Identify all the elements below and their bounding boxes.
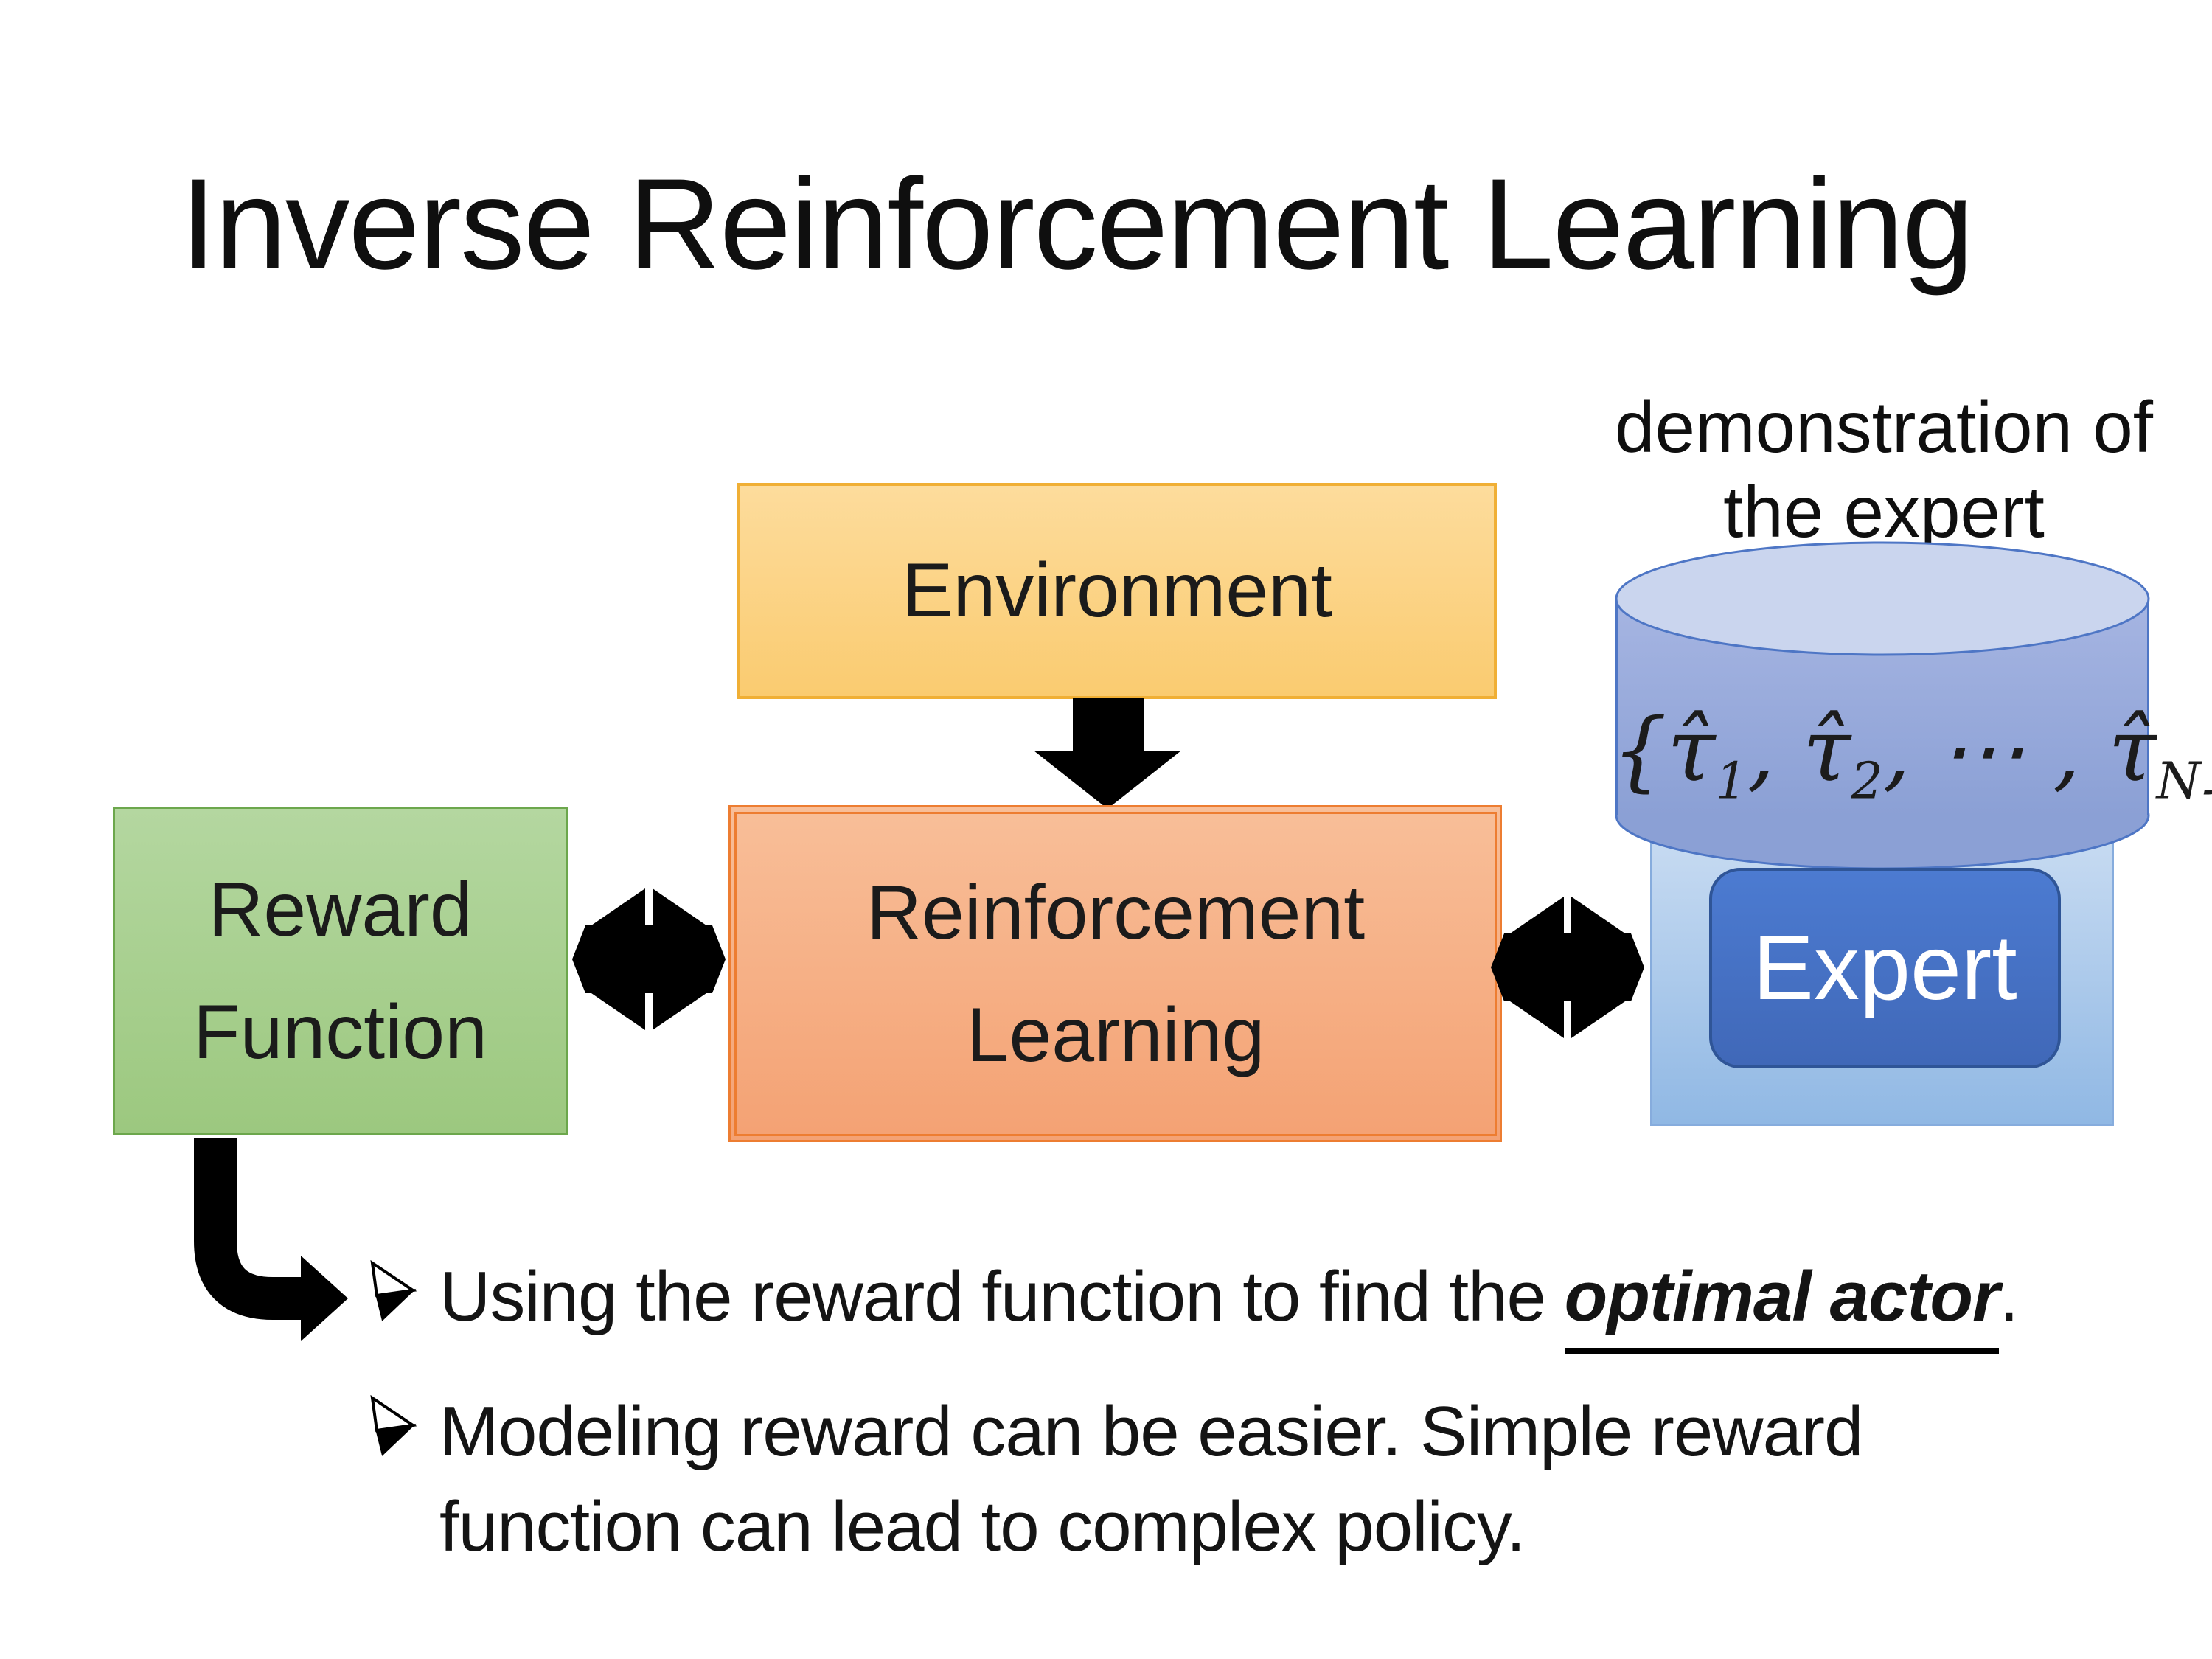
- bullet-text: Using the reward function to find the op…: [439, 1250, 2019, 1354]
- reinforcement-learning-box: Reinforcement Learning: [734, 812, 1497, 1136]
- elbow-arrow-icon: [194, 1138, 348, 1341]
- bullet-item-optimal-actor: Using the reward function to find the op…: [369, 1250, 2138, 1354]
- environment-box: Environment: [737, 483, 1497, 699]
- reward-function-box: Reward Function: [113, 807, 568, 1135]
- rl-label-line2: Learning: [966, 992, 1265, 1078]
- exchange-arrows-icon-left: [572, 888, 726, 1030]
- math-token: }: [2200, 699, 2212, 801]
- expert-box: Expert: [1709, 868, 2061, 1068]
- math-sub: N: [2156, 751, 2201, 811]
- demonstration-annotation: demonstration of the expert: [1615, 386, 2153, 552]
- expert-label: Expert: [1753, 917, 2017, 1019]
- page-title: Inverse Reinforcement Learning: [181, 153, 1974, 296]
- math-token: , τ̂: [1747, 699, 1851, 801]
- bullet1-prefix: Using the reward function to find the: [439, 1257, 1565, 1336]
- bullet-item-modeling-reward: Modeling reward can be easier. Simple re…: [369, 1385, 1998, 1574]
- demonstration-database-cylinder: [1615, 541, 2150, 870]
- math-token: , ⋯ , τ̂: [1882, 699, 2157, 801]
- bullet1-emphasis: optimal actor: [1564, 1257, 2000, 1354]
- bullet-arrow-icon: [369, 1385, 439, 1457]
- math-token: {τ̂: [1612, 699, 1716, 801]
- math-sub: 2: [1851, 751, 1883, 811]
- trajectory-set-math: {τ̂1, τ̂2, ⋯ , τ̂N}: [1612, 699, 2212, 807]
- environment-label: Environment: [902, 548, 1332, 634]
- reward-label-line2: Function: [193, 990, 487, 1075]
- exchange-arrows-icon-right: [1491, 897, 1644, 1038]
- bullet-text: Modeling reward can be easier. Simple re…: [439, 1392, 1863, 1566]
- bullet1-suffix: .: [1999, 1257, 2019, 1336]
- math-sub: 1: [1715, 751, 1747, 811]
- rl-label-line1: Reinforcement: [866, 869, 1366, 956]
- reward-label-line1: Reward: [208, 866, 473, 953]
- bullet-arrow-icon: [369, 1250, 439, 1322]
- down-arrow-icon: [1034, 698, 1181, 809]
